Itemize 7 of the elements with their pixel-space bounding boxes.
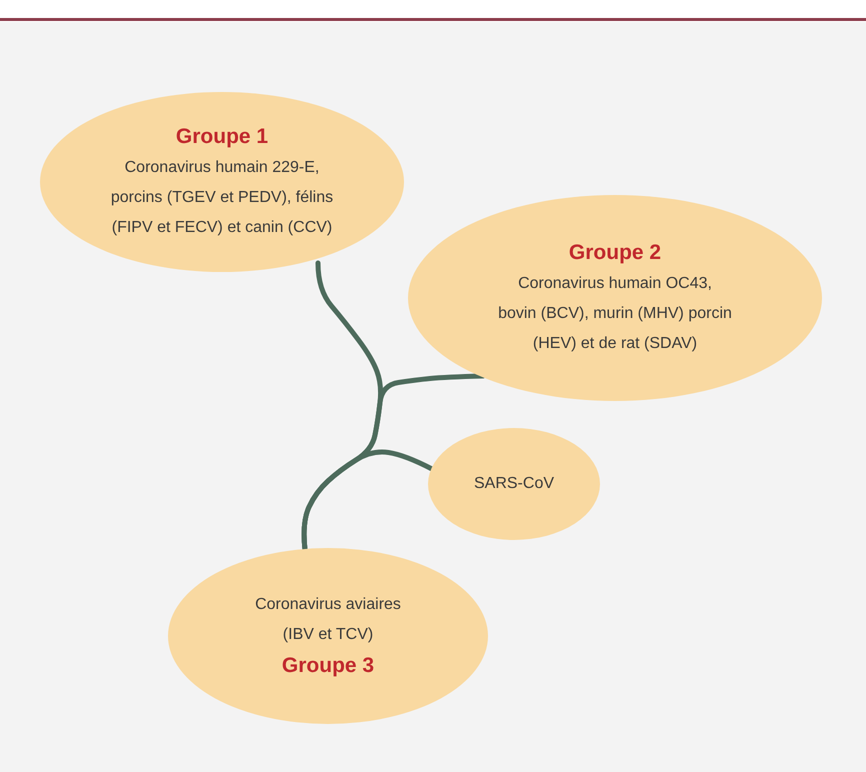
node-text: Coronavirus humain OC43, bovin (BCV), murin (MHV) porcin (HEV) et de rat (SDAV) (498, 274, 732, 354)
node-text: Coronavirus humain 229-E, porcins (TGEV et PEDV), félins (FIPV et FECV) et canin (CCV) (110, 158, 334, 238)
group-heading: Groupe 2 (568, 241, 662, 265)
group-heading: Groupe 1 (176, 125, 268, 149)
node-text: SARS-CoV (474, 474, 554, 494)
group-heading: Groupe 3 (282, 654, 374, 678)
node-text: Coronavirus aviaires (IBV et TCV) (254, 595, 402, 645)
